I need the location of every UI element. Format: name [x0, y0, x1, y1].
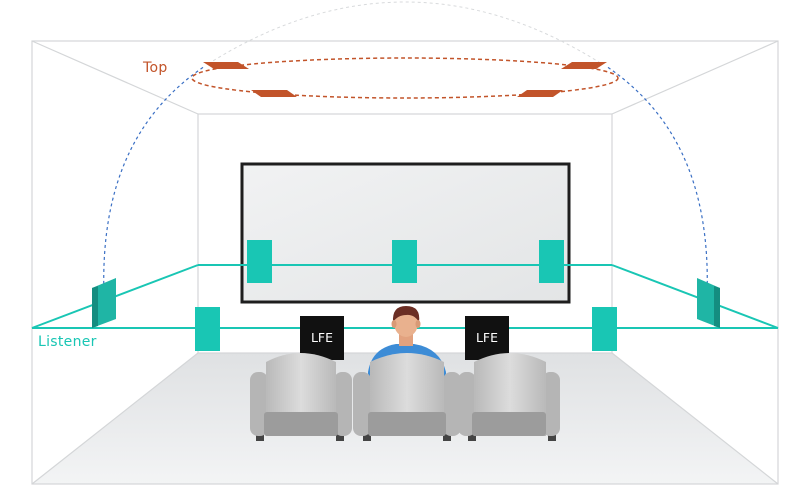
- top-speakers: [203, 62, 607, 97]
- center-speaker: [392, 240, 417, 283]
- top-speaker-front-left: [203, 62, 249, 69]
- seat-left: [250, 353, 352, 441]
- subwoofer-right: LFE: [465, 316, 509, 360]
- subwoofer-left: LFE: [300, 316, 344, 360]
- subwoofer-left-label: LFE: [311, 330, 333, 345]
- top-speaker-rear-left: [251, 90, 297, 97]
- seat-middle: [353, 353, 461, 441]
- surround-left-speaker: [92, 278, 116, 328]
- outer-height-arc: [207, 1, 603, 65]
- listener-layer-label: Listener: [38, 334, 97, 350]
- front-speakers: [247, 240, 564, 283]
- front-left-speaker: [247, 240, 272, 283]
- side-left-speaker: [195, 307, 220, 351]
- seats: [250, 353, 560, 441]
- top-speaker-rear-right: [517, 90, 563, 97]
- top-speaker-front-right: [561, 62, 607, 69]
- subwoofer-right-label: LFE: [476, 330, 498, 345]
- height-arc-right: [605, 65, 708, 297]
- top-layer-label: Top: [143, 60, 168, 76]
- side-right-speaker: [592, 307, 617, 351]
- front-right-speaker: [539, 240, 564, 283]
- height-arc-left: [103, 65, 206, 297]
- seat-right: [458, 353, 560, 441]
- top-layer-loop: [191, 57, 619, 99]
- surround-right-speaker: [697, 278, 720, 328]
